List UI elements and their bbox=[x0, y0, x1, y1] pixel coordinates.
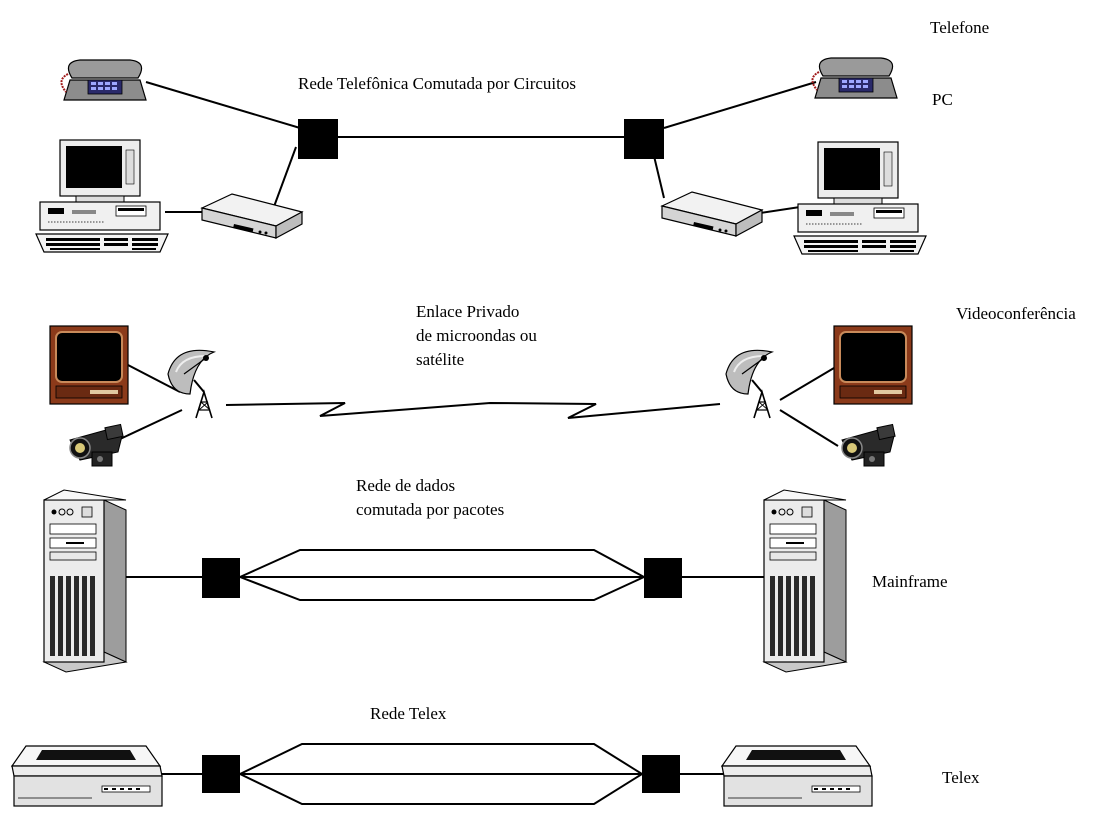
telephone-icon-right bbox=[811, 57, 898, 99]
video-camera-icon-left bbox=[69, 423, 124, 467]
private-link-label: Enlace Privado de microondas ou satélite bbox=[416, 300, 537, 372]
telephone-network-links bbox=[145, 81, 817, 214]
telex-terminal-icon-left bbox=[11, 745, 163, 807]
circuit-switch-node-right bbox=[624, 119, 664, 159]
packet-switch-node-right bbox=[644, 558, 682, 598]
telex-network-label: Rede Telex bbox=[370, 704, 447, 723]
telex-switch-node-right bbox=[642, 755, 680, 793]
mainframe-icon-right bbox=[763, 489, 847, 673]
microwave-link-zigzag bbox=[225, 401, 721, 419]
private-link-label-line2: de microondas ou bbox=[416, 326, 537, 345]
packet-network-label-line1: Rede de dados bbox=[356, 476, 456, 495]
packet-network-links bbox=[126, 549, 764, 601]
packet-switch-node-left bbox=[202, 558, 240, 598]
modem-icon-left bbox=[201, 193, 303, 239]
legend-telex: Telex bbox=[942, 768, 980, 787]
telex-network-links bbox=[160, 743, 724, 805]
mainframe-icon-left bbox=[43, 489, 127, 673]
pc-icon-left bbox=[35, 139, 169, 253]
telephone-network-label: Rede Telefônica Comutada por Circuitos bbox=[298, 74, 576, 93]
telex-terminal-icon-right bbox=[721, 745, 873, 807]
telex-switch-node-left bbox=[202, 755, 240, 793]
legend-pc: PC bbox=[932, 90, 953, 109]
satellite-dish-icon-left bbox=[167, 349, 215, 419]
legend-mainframe: Mainframe bbox=[872, 572, 948, 591]
legend-videoconferencia: Videoconferência bbox=[956, 304, 1076, 323]
tv-icon-right bbox=[833, 325, 913, 405]
legend-telefone: Telefone bbox=[930, 18, 990, 37]
private-link-label-line1: Enlace Privado bbox=[416, 302, 520, 321]
packet-network-label-line2: comutada por pacotes bbox=[356, 500, 505, 519]
tv-icon-left bbox=[49, 325, 129, 405]
pc-icon-right bbox=[793, 141, 927, 255]
modem-icon-right bbox=[661, 191, 763, 237]
private-link-wires bbox=[117, 362, 839, 447]
video-camera-icon-right bbox=[841, 423, 896, 467]
circuit-switch-node-left bbox=[298, 119, 338, 159]
telephone-icon-left bbox=[60, 59, 147, 101]
satellite-dish-icon-right bbox=[725, 349, 773, 419]
private-link-label-line3: satélite bbox=[416, 350, 465, 369]
packet-network-label: Rede de dados comutada por pacotes bbox=[356, 474, 504, 522]
